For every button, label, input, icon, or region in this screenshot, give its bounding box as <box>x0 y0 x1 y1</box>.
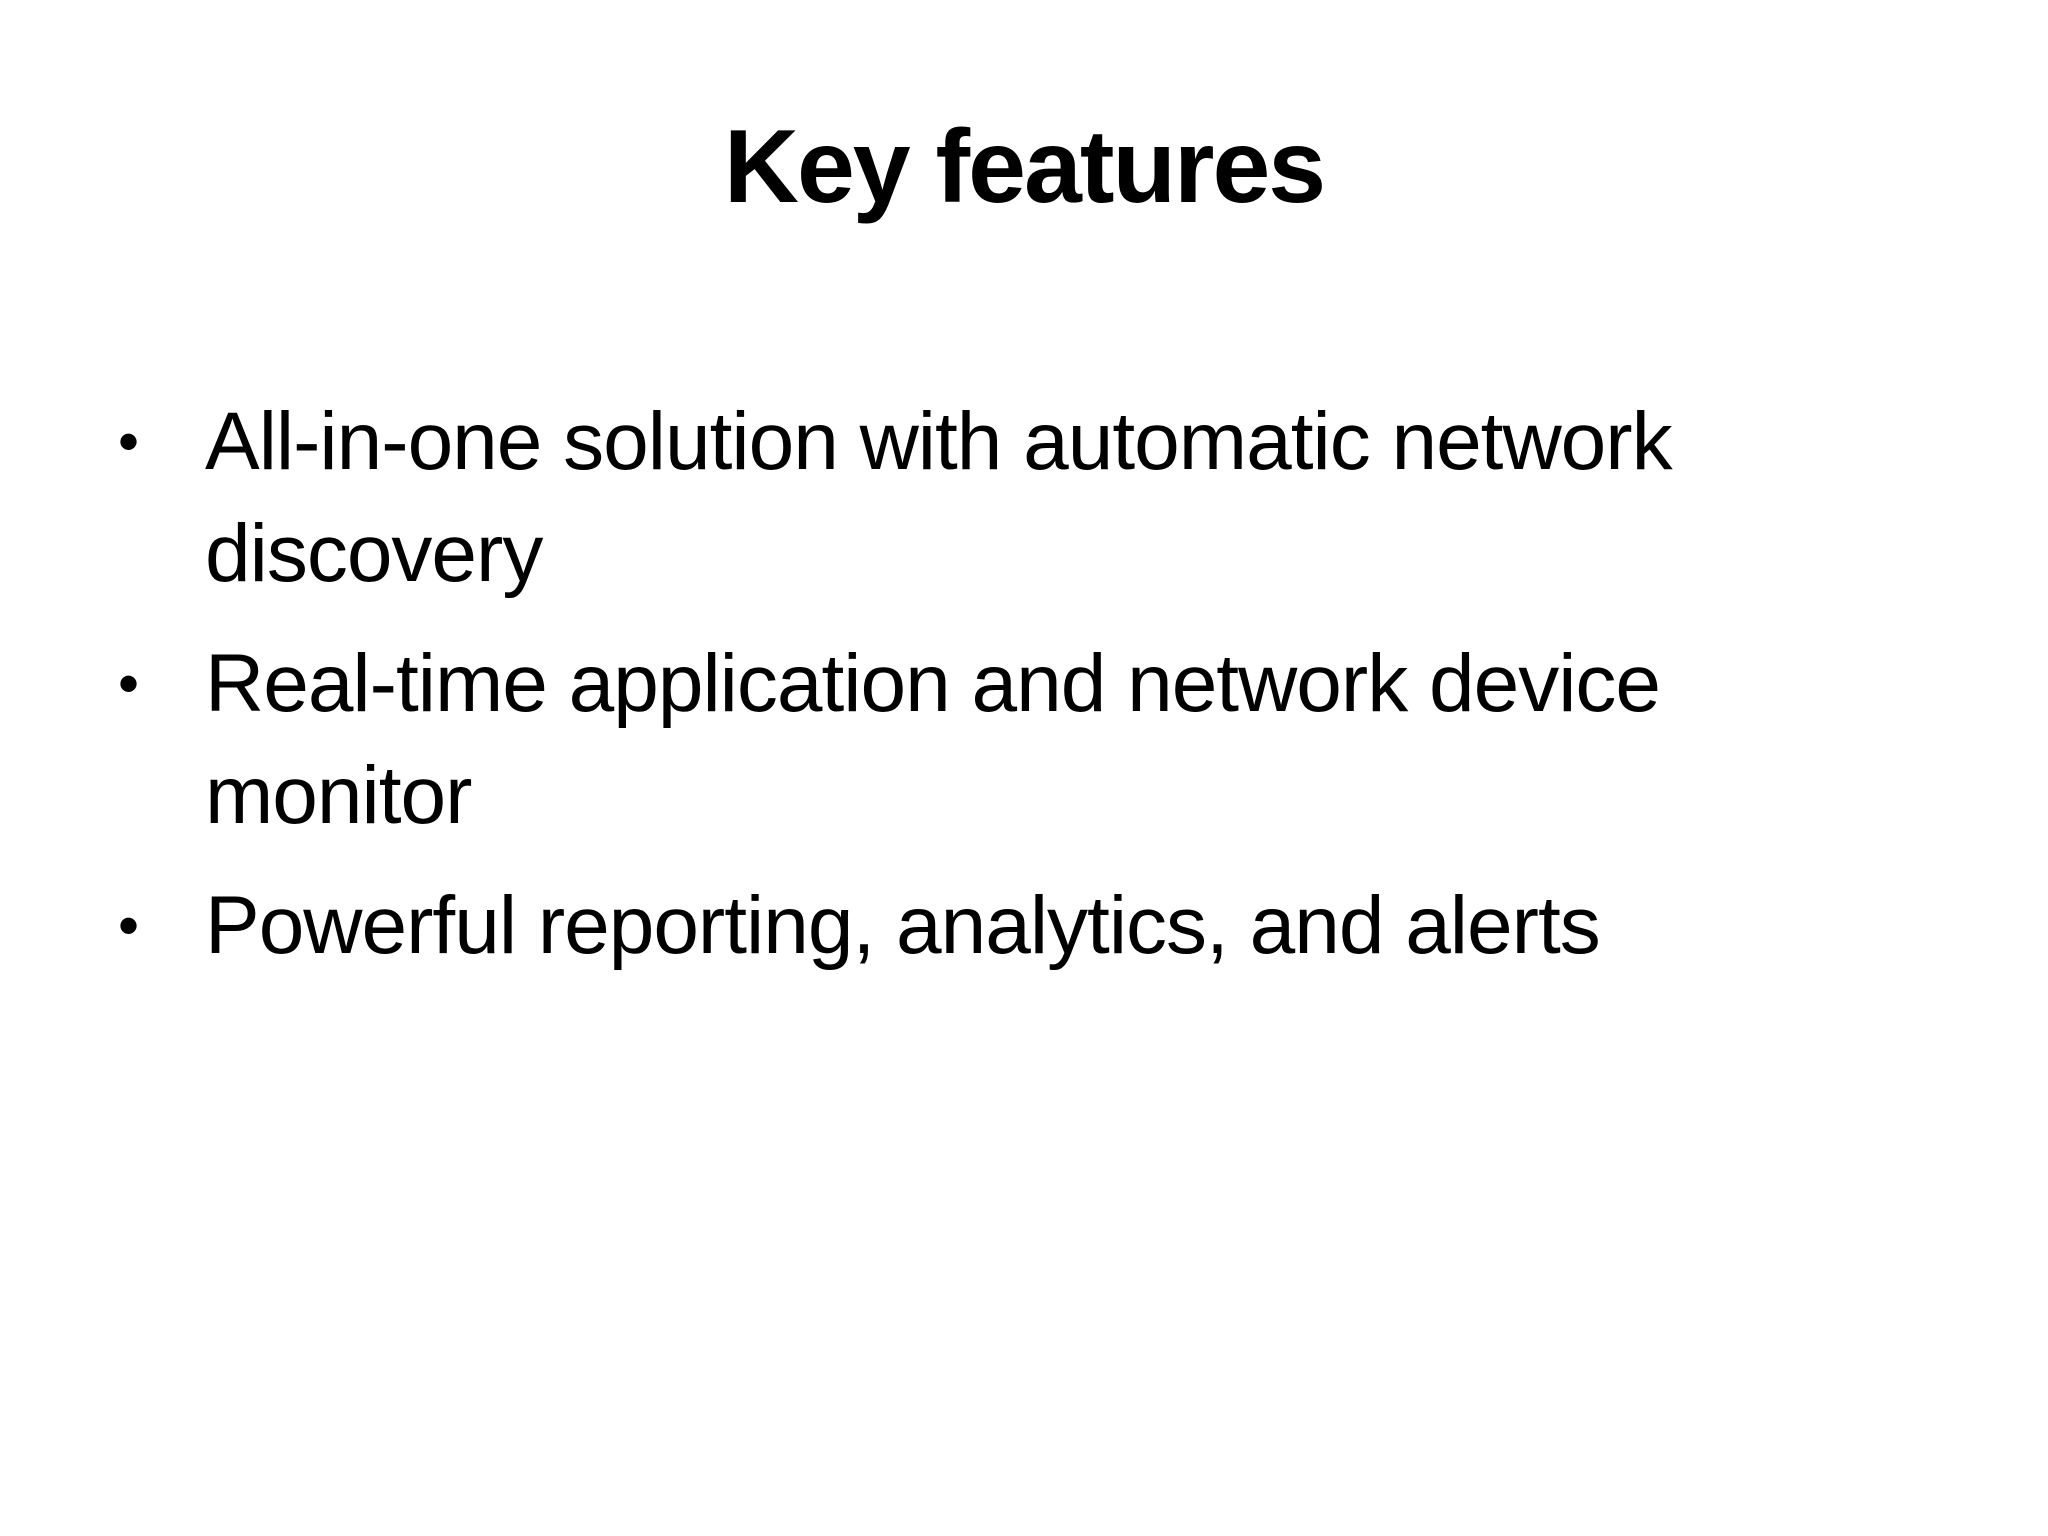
bullet-item: • Powerful reporting, analytics, and ale… <box>118 870 1938 982</box>
bullet-list: • All-in-one solution with automatic net… <box>0 386 2048 982</box>
bullet-dot-icon: • <box>118 649 139 717</box>
bullet-text: Powerful reporting, analytics, and alert… <box>205 870 1938 982</box>
bullet-text-line: discovery <box>205 507 543 599</box>
bullet-text-line: monitor <box>205 749 472 841</box>
slide-title: Key features <box>723 109 1326 225</box>
bullet-text-line: Powerful reporting, analytics, and alert… <box>205 879 1601 971</box>
bullet-text-line: Real-time application and network device <box>205 637 1661 729</box>
bullet-text: Real-time application and network device… <box>205 628 1938 852</box>
bullet-dot-icon: • <box>118 407 139 475</box>
bullet-dot-icon: • <box>118 891 139 959</box>
bullet-item: • Real-time application and network devi… <box>118 628 1938 852</box>
bullet-text: All-in-one solution with automatic netwo… <box>205 386 1938 610</box>
bullet-item: • All-in-one solution with automatic net… <box>118 386 1938 610</box>
bullet-text-line: All-in-one solution with automatic netwo… <box>205 395 1673 487</box>
